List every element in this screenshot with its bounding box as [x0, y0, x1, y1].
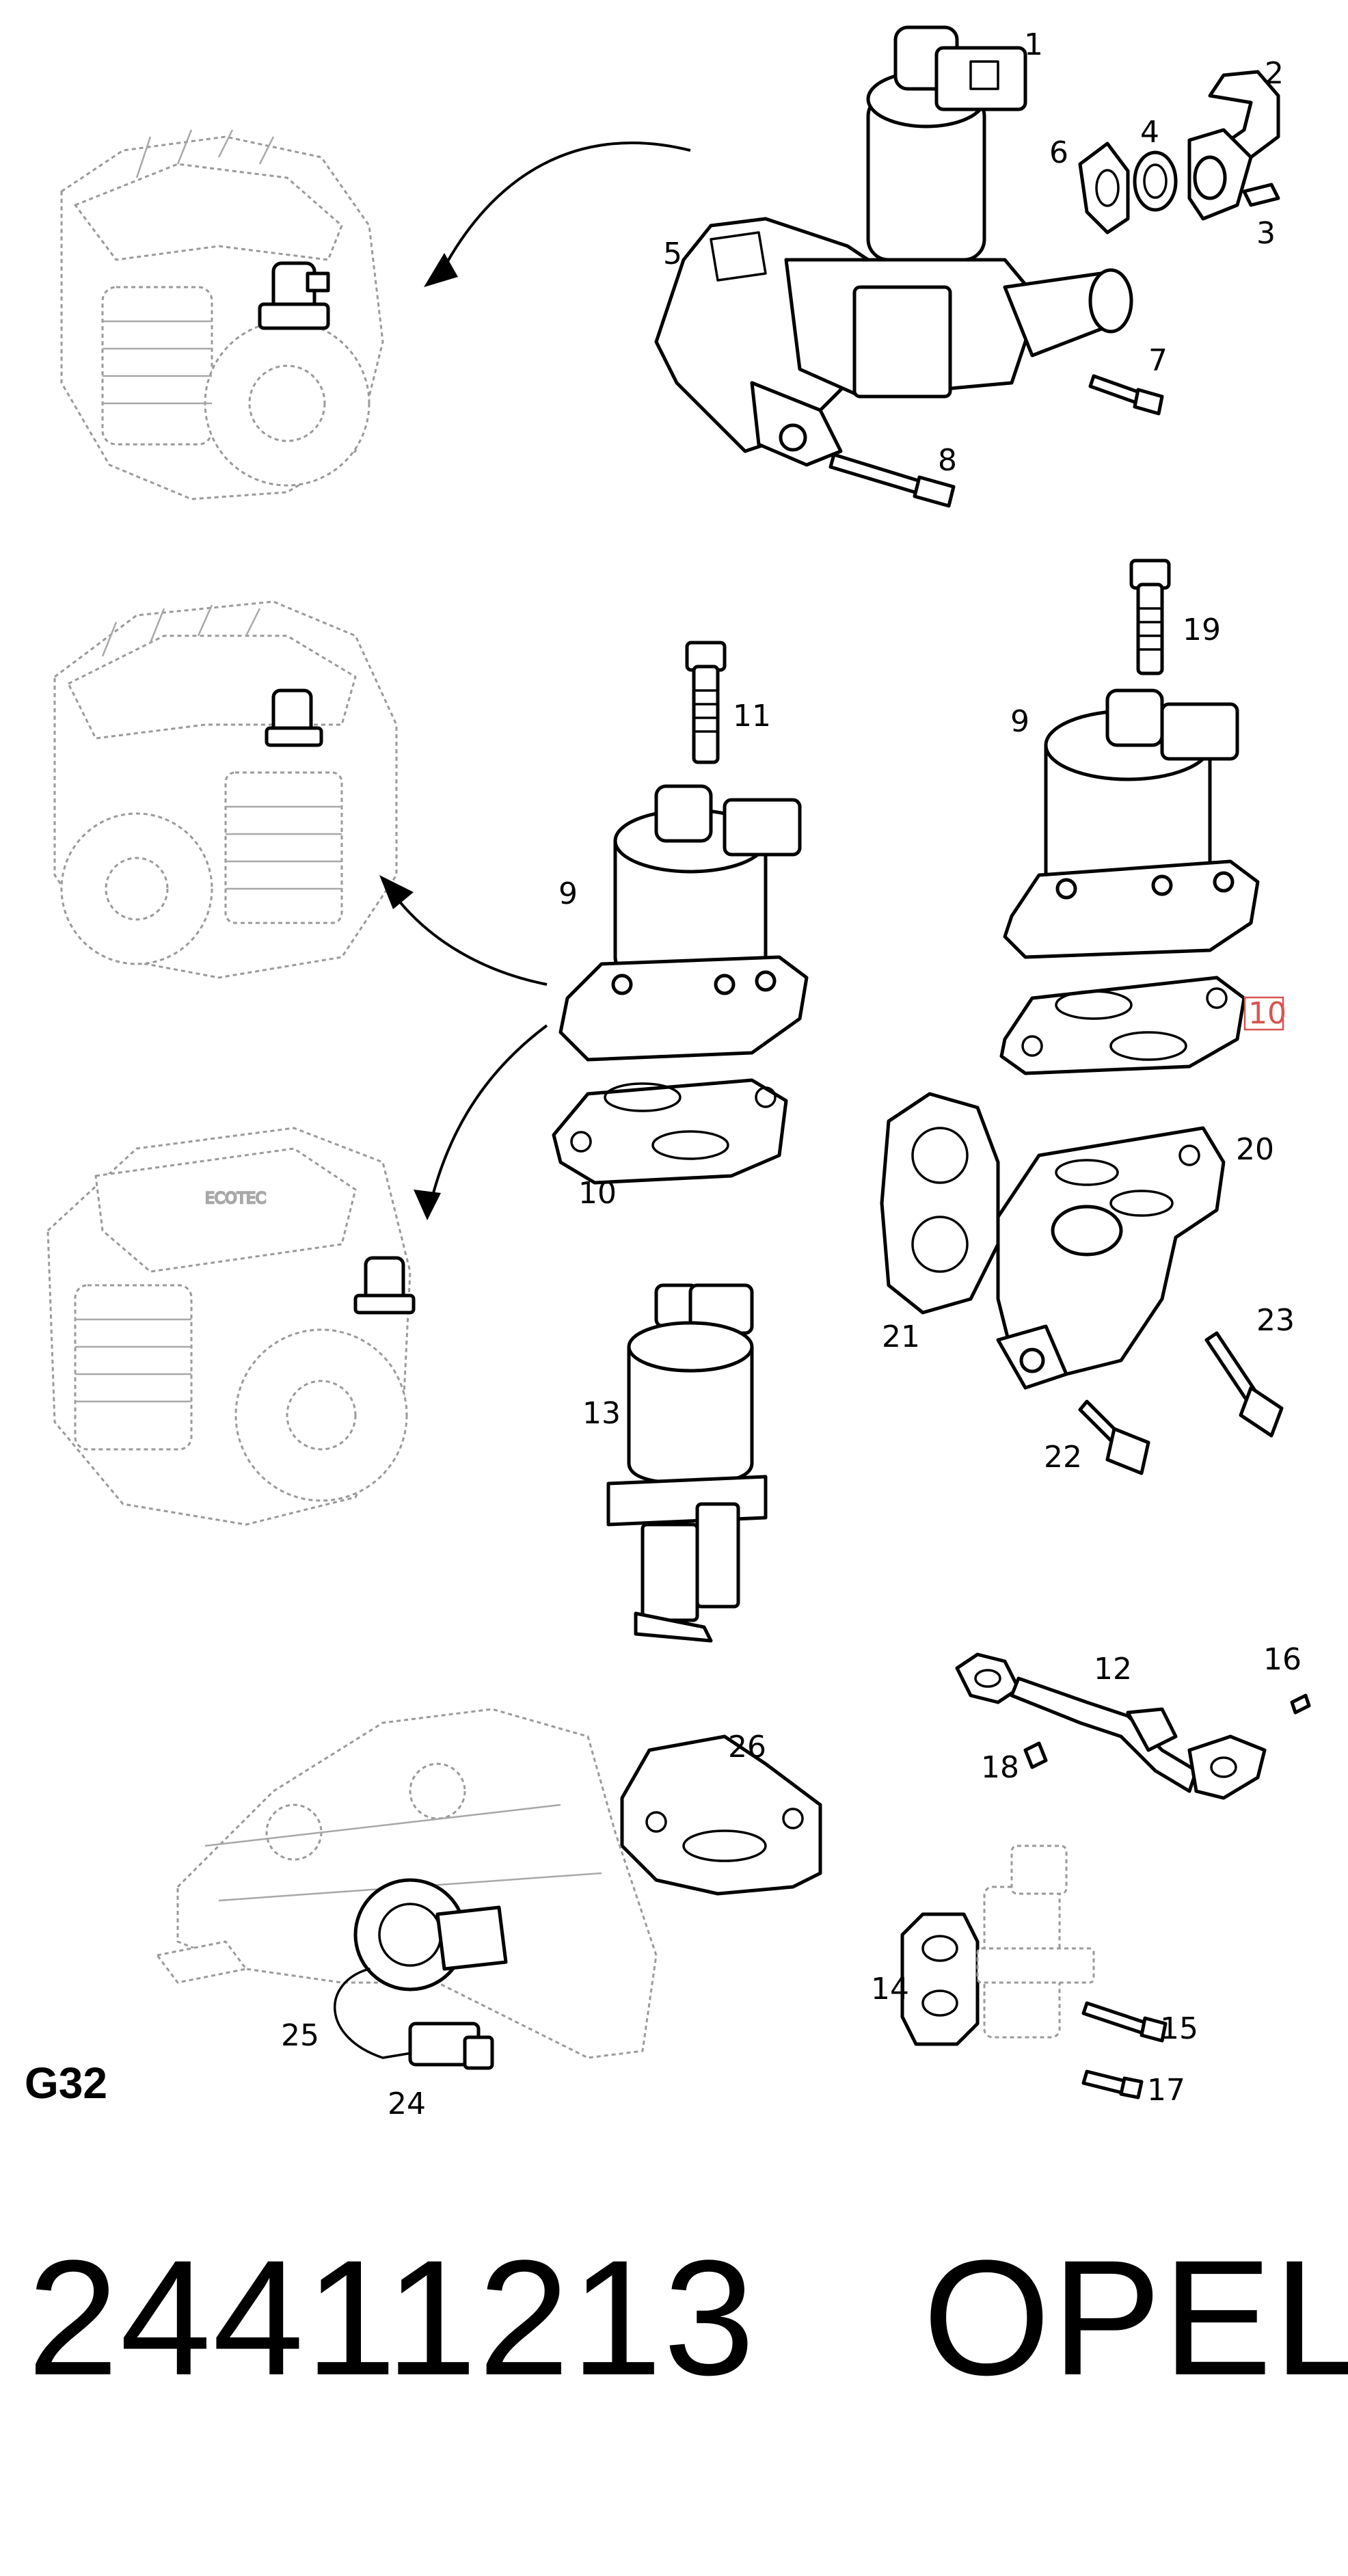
callout-14: 14: [871, 1972, 909, 2007]
egr-adapter-20: [880, 1092, 1284, 1475]
callout-9-left: 9: [558, 876, 578, 911]
callout-17: 17: [1147, 2073, 1185, 2108]
egr-valve-9-right: [999, 559, 1260, 1075]
callout-11: 11: [733, 699, 771, 734]
egr-adapter-26: [620, 1734, 822, 1896]
pointer-arrowhead-3: [414, 1190, 441, 1220]
callout-4: 4: [1140, 115, 1159, 150]
callout-10-highlighted[interactable]: 10: [1248, 996, 1286, 1031]
callout-1: 1: [1024, 27, 1043, 62]
callout-2: 2: [1265, 56, 1284, 91]
egr-valve-1: [654, 25, 1133, 467]
intake-manifold-sketch: [156, 1708, 658, 2070]
callout-13: 13: [582, 1396, 621, 1431]
callout-8: 8: [938, 443, 957, 478]
callout-9-right: 9: [1010, 704, 1029, 739]
egr-valve-14-group: [900, 1844, 1168, 2099]
bolts-7-8: [828, 374, 1164, 508]
callout-15: 15: [1160, 2011, 1198, 2046]
page-code: G32: [25, 2058, 107, 2108]
egr-valve-13: [606, 1283, 768, 1643]
egr-valve-9-left: [552, 641, 809, 1185]
callout-20: 20: [1236, 1132, 1274, 1167]
engine-logo-text: ECOTEC: [205, 1190, 266, 1207]
callout-10-left: 10: [578, 1176, 617, 1211]
callout-10-highlight-box: [1243, 996, 1284, 1031]
pointer-arrowhead-2: [379, 875, 414, 909]
pointer-arrow-3: [429, 1024, 548, 1204]
callout-labels: 1 2 3 4 5 6 7 8 9 9 10 10 11 12 13 14 15…: [281, 27, 1302, 2121]
part-number: 24411213: [27, 2226, 756, 2409]
pointer-arrow-1: [436, 142, 691, 281]
pointer-arrow-2: [388, 887, 548, 986]
egr-pipe-and-gaskets-top: [1078, 70, 1280, 234]
callout-6: 6: [1049, 135, 1068, 170]
pointer-arrowhead-1: [424, 253, 458, 287]
brand-name: OPEL: [923, 2226, 1348, 2409]
callout-19: 19: [1183, 613, 1221, 647]
callout-12: 12: [1094, 1652, 1132, 1687]
callout-7: 7: [1148, 343, 1168, 378]
egr-pipe-12: [955, 1652, 1311, 1800]
callout-26: 26: [728, 1730, 766, 1765]
callout-24: 24: [388, 2087, 426, 2121]
callout-16: 16: [1263, 1642, 1302, 1677]
engine-sketch-top: [60, 129, 384, 500]
callout-5: 5: [663, 237, 682, 271]
engine-sketch-lower: ECOTEC: [46, 1127, 416, 1526]
callout-21: 21: [882, 1319, 920, 1354]
callout-23: 23: [1256, 1303, 1295, 1338]
engine-sketch-middle: [53, 600, 398, 979]
callout-22: 22: [1044, 1440, 1082, 1475]
callout-25: 25: [281, 2018, 319, 2053]
callout-3: 3: [1256, 216, 1276, 251]
callout-18: 18: [981, 1750, 1019, 1785]
